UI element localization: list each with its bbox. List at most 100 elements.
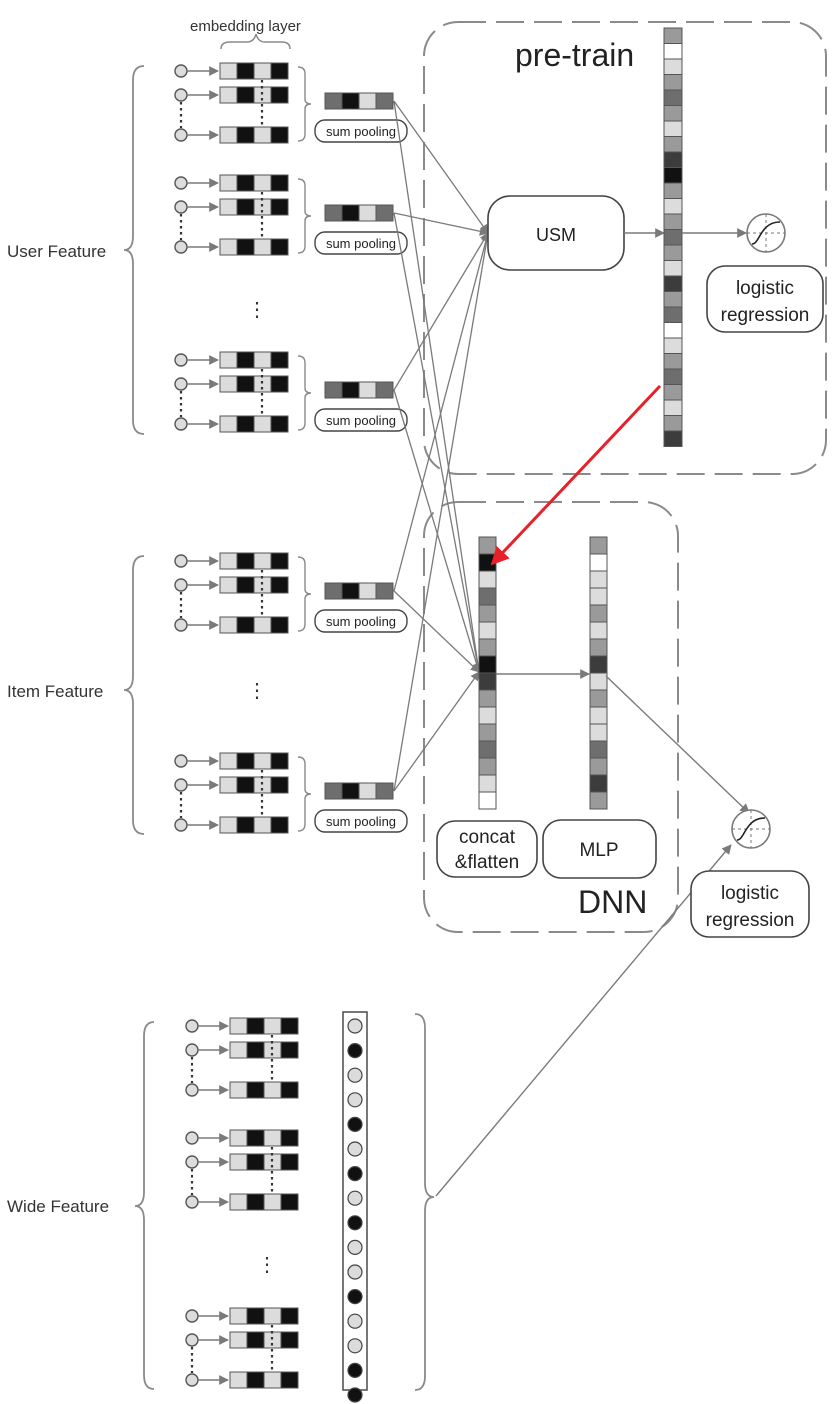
vector-cell bbox=[663, 182, 683, 199]
embedding-cell bbox=[236, 174, 255, 192]
feature-node-icon bbox=[185, 1155, 199, 1169]
pooled-cell bbox=[358, 782, 377, 800]
vector-cell bbox=[663, 322, 683, 339]
user-ellipsis: ⋮ bbox=[247, 299, 267, 321]
pretrain-box bbox=[423, 21, 827, 475]
pretrain-vector bbox=[663, 27, 683, 447]
embedding-row bbox=[174, 576, 289, 594]
embedding-row bbox=[185, 1081, 299, 1099]
embedding-cell bbox=[246, 1129, 265, 1147]
embedding-row bbox=[185, 1331, 299, 1349]
vector-cell bbox=[589, 774, 608, 793]
embedding-cell bbox=[270, 238, 289, 256]
embedding-cell bbox=[280, 1129, 299, 1147]
vector-cell bbox=[663, 136, 683, 153]
embedding-cell bbox=[270, 616, 289, 634]
embedding-cell bbox=[219, 351, 238, 369]
final-logistic-regression-box bbox=[690, 870, 810, 938]
embedding-cell bbox=[236, 816, 255, 834]
vector-cell bbox=[663, 291, 683, 308]
embedding-cell bbox=[263, 1331, 282, 1349]
sum-pooling-label: sum pooling bbox=[326, 413, 396, 428]
vector-cell bbox=[478, 740, 497, 759]
embedding-cell bbox=[270, 375, 289, 393]
embedding-row bbox=[174, 552, 289, 570]
embedding-cell bbox=[229, 1307, 248, 1325]
embedding-row bbox=[185, 1371, 299, 1389]
wide-feature-node bbox=[347, 1338, 363, 1354]
embedding-cell bbox=[219, 375, 238, 393]
final-logistic-label: logistic bbox=[721, 883, 779, 904]
pooled-cell bbox=[358, 92, 377, 110]
embedding-cell bbox=[229, 1041, 248, 1059]
vector-cell bbox=[478, 706, 497, 725]
vector-cell bbox=[478, 655, 497, 674]
embedding-cell bbox=[246, 1081, 265, 1099]
embedding-row bbox=[174, 126, 289, 144]
wide-to-sigmoid-arrow bbox=[435, 844, 732, 1197]
wide-feature-brace bbox=[134, 1021, 155, 1390]
vector-cell bbox=[663, 151, 683, 168]
feature-node-icon bbox=[185, 1083, 199, 1097]
pooled-cell bbox=[375, 582, 394, 600]
wide-feature-node bbox=[347, 1362, 363, 1379]
wide-feature-node bbox=[347, 1165, 363, 1182]
embedding-row bbox=[174, 415, 289, 433]
feature-node-icon bbox=[185, 1373, 199, 1387]
embedding-cell bbox=[253, 552, 272, 570]
pooling-connection-line bbox=[393, 232, 491, 592]
feature-node-icon bbox=[174, 377, 188, 391]
embedding-cell bbox=[253, 351, 272, 369]
wide-feature-node bbox=[347, 1042, 363, 1059]
vector-cell bbox=[478, 672, 497, 691]
embedding-cell bbox=[219, 552, 238, 570]
pooled-cell bbox=[341, 204, 360, 222]
sum-pooling-label: sum pooling bbox=[326, 814, 396, 829]
feature-node-icon bbox=[185, 1195, 199, 1209]
mlp-to-sigmoid-arrow bbox=[605, 675, 750, 814]
embedding-cell bbox=[229, 1129, 248, 1147]
pooling-connection-line bbox=[393, 100, 483, 673]
embedding-row bbox=[185, 1307, 299, 1325]
embedding-cell bbox=[253, 238, 272, 256]
embedding-cell bbox=[280, 1307, 299, 1325]
vector-cell bbox=[478, 757, 497, 776]
vector-cell bbox=[663, 275, 683, 292]
final-sigmoid-icon bbox=[731, 809, 771, 849]
embedding-row bbox=[185, 1153, 299, 1171]
user-feature-brace bbox=[123, 65, 145, 435]
sum-pooling-badge: sum pooling bbox=[314, 809, 408, 833]
embedding-cell bbox=[253, 375, 272, 393]
flatten-label: &flatten bbox=[455, 852, 519, 873]
embedding-cell bbox=[219, 62, 238, 80]
vector-cell bbox=[478, 638, 497, 657]
pretrain-sigmoid-icon bbox=[746, 213, 786, 253]
embedding-cell bbox=[236, 62, 255, 80]
vector-cell bbox=[589, 570, 608, 589]
embedding-row bbox=[185, 1193, 299, 1211]
feature-node-icon bbox=[174, 754, 188, 768]
pooled-cell bbox=[375, 204, 394, 222]
pooled-cell bbox=[358, 204, 377, 222]
vector-cell bbox=[589, 621, 608, 640]
pooled-cell bbox=[358, 381, 377, 399]
pooled-cell bbox=[324, 782, 343, 800]
vector-cell bbox=[663, 58, 683, 75]
vector-cell bbox=[663, 368, 683, 385]
pretrain-logistic-regression-box bbox=[706, 265, 824, 333]
embedding-row bbox=[174, 198, 289, 216]
vector-cell bbox=[589, 553, 608, 572]
embedding-cell bbox=[236, 198, 255, 216]
embedding-cell bbox=[236, 351, 255, 369]
feature-node-icon bbox=[185, 1333, 199, 1347]
embedding-cell bbox=[236, 776, 255, 794]
vector-cell bbox=[478, 536, 497, 555]
vector-cell bbox=[589, 706, 608, 725]
embedding-cell bbox=[270, 776, 289, 794]
feature-node-icon bbox=[174, 417, 188, 431]
wide-feature-node bbox=[347, 1067, 363, 1083]
embedding-row bbox=[174, 375, 289, 393]
embedding-cell bbox=[236, 752, 255, 770]
embedding-cell bbox=[270, 174, 289, 192]
